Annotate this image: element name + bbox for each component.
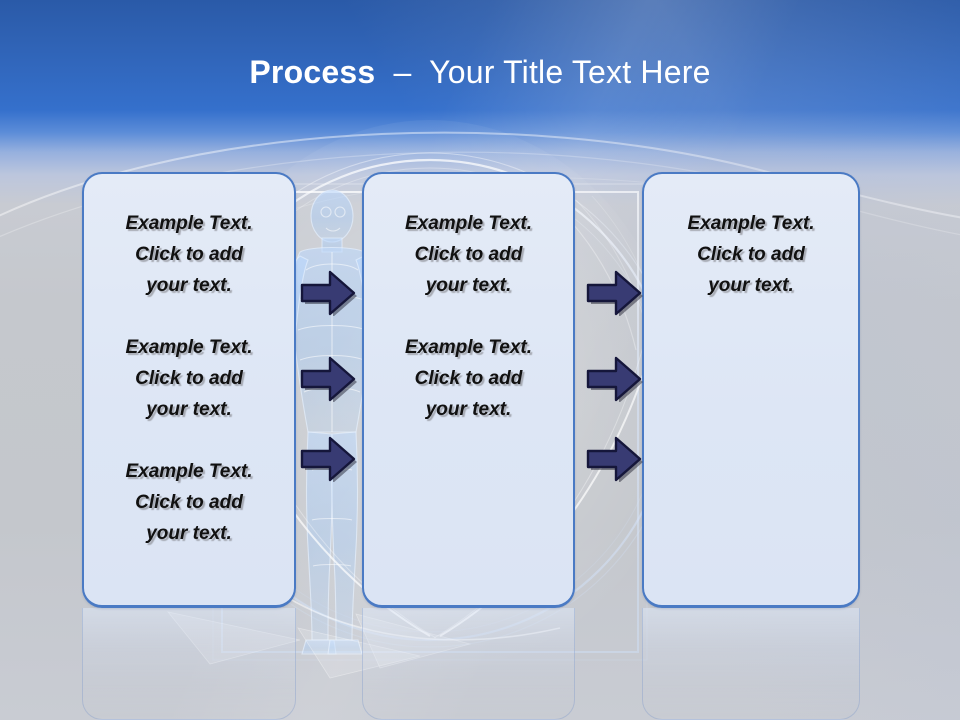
process-box-1-paragraph-1[interactable]: Example Text. Click to add your text. [125,213,253,296]
page-title: Process – Your Title Text Here [0,52,960,92]
process-box-1-content: Example Text. Click to add your text. Ex… [96,208,282,549]
process-box-2-paragraph-2[interactable]: Example Text. Click to add your text. [404,337,533,420]
arrow-right-icon-2-1[interactable] [586,270,644,316]
process-box-1-paragraph-2[interactable]: Example Text. Click to add your text. [125,337,253,420]
process-box-2-content: Example Text. Click to add your text. Ex… [376,208,561,425]
page-title-rest: – Your Title Text Here [375,54,711,90]
page-title-strong: Process [249,54,376,90]
process-box-1[interactable]: Example Text. Click to add your text. Ex… [82,172,296,608]
process-box-3-content: Example Text. Click to add your text. [656,208,846,301]
arrow-right-icon-1-3[interactable] [300,436,358,482]
process-box-3-paragraph-1[interactable]: Example Text. Click to add your text. [687,213,815,296]
arrow-right-icon-2-2[interactable] [586,356,644,402]
arrow-right-icon-1-2[interactable] [300,356,358,402]
process-box-1-paragraph-3[interactable]: Example Text. Click to add your text. [125,461,253,544]
arrow-right-icon-2-3[interactable] [586,436,644,482]
process-box-2[interactable]: Example Text. Click to add your text. Ex… [362,172,575,608]
process-box-3[interactable]: Example Text. Click to add your text. [642,172,860,608]
arrow-right-icon-1-1[interactable] [300,270,358,316]
process-box-2-paragraph-1[interactable]: Example Text. Click to add your text. [404,213,533,296]
